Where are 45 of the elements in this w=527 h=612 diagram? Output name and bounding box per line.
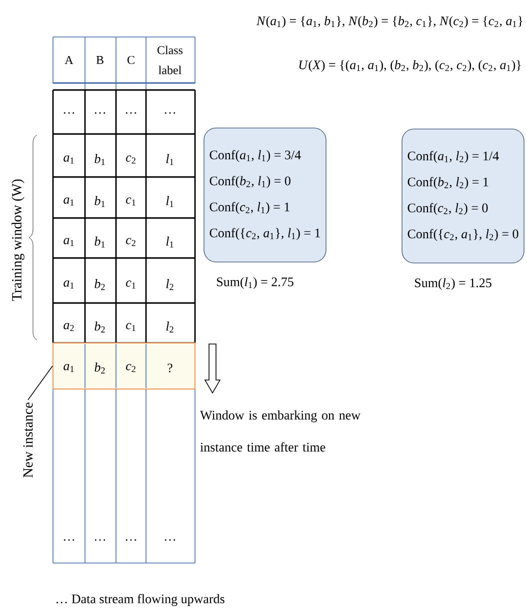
cell-value: b$_{1}$ xyxy=(94,154,105,165)
cell-value: … xyxy=(64,112,74,114)
cell-value: … xyxy=(164,539,176,541)
cell-value: c$_{1}$ xyxy=(126,198,136,206)
cell-value: l$_{1}$ xyxy=(166,196,174,207)
cell-value: a$_{1}$ xyxy=(64,198,74,206)
side-label: New instance xyxy=(23,402,33,478)
cell-value: c$_{2}$ xyxy=(126,238,136,246)
cell-value: … xyxy=(94,112,106,114)
cell-value: … xyxy=(64,539,74,541)
sum-text: Sum(l$_{2}$) = 1.25 xyxy=(415,278,492,290)
cell-value: … xyxy=(126,539,136,541)
cell-value: a$_{2}$ xyxy=(64,323,74,331)
cell-value: b$_{1}$ xyxy=(94,196,105,207)
cell-value: … xyxy=(126,112,136,114)
rule-box: Conf(a$_{1}$, l$_{2}$) = 1/4 Conf(b$_{2}$, l$_{2}$) = 1 Conf(c$_{2}$, l$_{2}$) = 0 Conf({c$_{2}$, a$_{1}$}, l$_{2}$) = 0 xyxy=(402,128,524,264)
side-label: Training window (W) xyxy=(12,179,24,301)
cell-value: a$_{1}$ xyxy=(64,156,74,164)
equation: N(a$_{1}$) = {a$_{1}$, b$_{1}$}, N(b$_{2}$) = {b$_{2}$, c$_{1}$}, N(c$_{2}$) = {c$_{2}$, a$_{1}$} xyxy=(256,16,522,28)
equation: U(X) = {(a$_{1}$, a$_{1}$), (b$_{2}$, b$_{2}$), (c$_{2}$, c$_{2}$), (c$_{2}$, a$_{1}$)} xyxy=(299,60,521,72)
leader-line xyxy=(28,366,53,400)
cell-value: ? xyxy=(168,364,172,372)
sum-text: Sum(l$_{1}$) = 2.75 xyxy=(217,277,294,289)
cell-value: a$_{1}$ xyxy=(64,364,74,372)
column-header: A xyxy=(64,56,74,64)
column-header: Class label xyxy=(157,46,183,74)
cell-value: b$_{1}$ xyxy=(94,236,105,248)
note-text: Window is embarking on new instance time after time xyxy=(200,410,360,452)
cell-value: c$_{1}$ xyxy=(126,280,136,288)
footnote: … Data stream flowing upwards xyxy=(56,594,224,606)
cell-value: c$_{2}$ xyxy=(126,364,136,372)
column-header: B xyxy=(96,56,104,64)
cell-value: b$_{2}$ xyxy=(94,279,105,290)
cell-value: … xyxy=(94,539,106,541)
column-header: C xyxy=(127,56,134,64)
cell-value: a$_{1}$ xyxy=(64,280,74,288)
cell-value: … xyxy=(164,112,176,114)
cell-value: c$_{2}$ xyxy=(126,155,136,164)
cell-value: l$_{1}$ xyxy=(166,236,174,248)
cell-value: a$_{1}$ xyxy=(64,238,74,246)
highlighted-row xyxy=(52,342,196,390)
cell-value: l$_{2}$ xyxy=(166,279,174,290)
cell-value: l$_{1}$ xyxy=(166,154,174,165)
cell-value: b$_{2}$ xyxy=(94,362,105,374)
cell-value: c$_{1}$ xyxy=(126,323,136,331)
